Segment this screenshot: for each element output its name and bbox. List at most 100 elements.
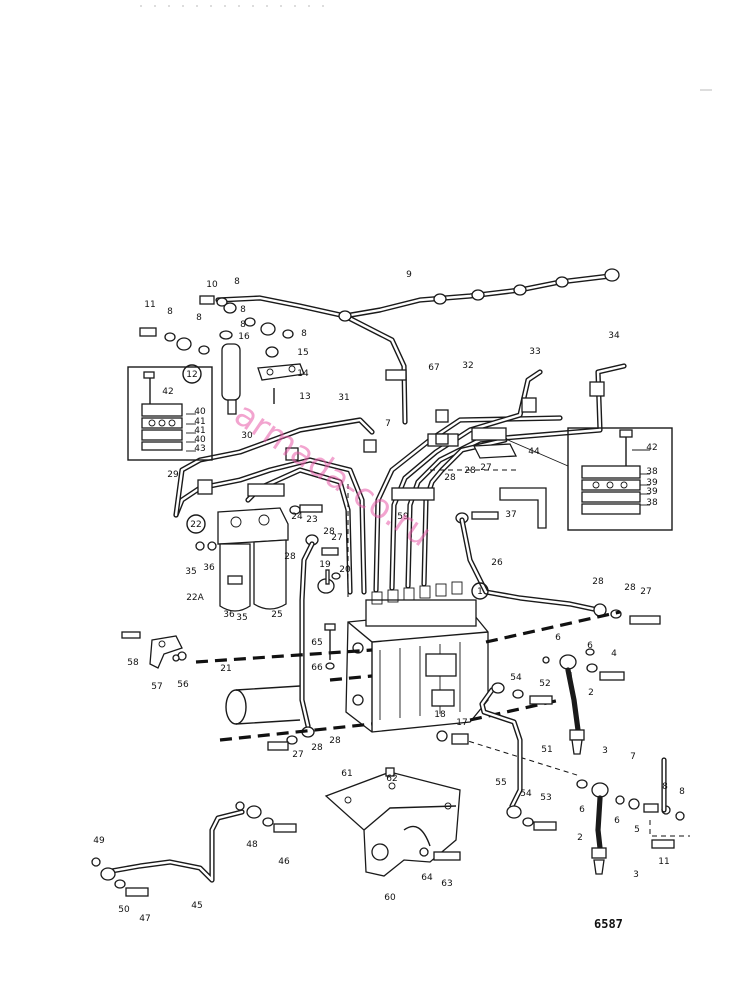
callout-label: 36: [223, 610, 235, 620]
callout-label: 8: [167, 307, 173, 317]
circled-callout-22: [186, 514, 206, 534]
callout-label: 27: [480, 463, 491, 473]
callout-label: 6: [614, 816, 620, 826]
callout-label: 2: [588, 688, 594, 698]
callout-label: 9: [406, 270, 412, 280]
callout-label: 63: [441, 879, 452, 889]
callout-label: 22: [190, 520, 201, 530]
callout-label: 56: [177, 680, 189, 690]
inset-clamp-right: [507, 427, 673, 531]
callout-label: 41: [194, 417, 205, 427]
callout-label: 22A: [186, 593, 204, 603]
scan-specks: [140, 5, 712, 91]
callout-label: 3: [602, 746, 608, 756]
hose-lower: [576, 779, 685, 875]
pipe-45: [103, 809, 245, 883]
callout-label: 46: [278, 857, 290, 867]
callout-label: 28: [311, 743, 323, 753]
circled-callout-1: [471, 582, 489, 600]
callout-label: 8: [679, 787, 685, 797]
callout-label: 8: [196, 313, 202, 323]
callout-label: 42: [162, 387, 173, 397]
callout-label: 23: [306, 515, 317, 525]
callout-label: 6: [587, 641, 593, 651]
callout-label: 6: [555, 633, 561, 643]
callout-label: 49: [93, 836, 105, 846]
callout-label: 32: [462, 361, 473, 371]
callout-label: 19: [319, 560, 331, 570]
callout-label: 8: [301, 329, 307, 339]
callout-label: 28: [329, 736, 341, 746]
drive-shaft-21: [225, 685, 301, 725]
callout-label: 24: [291, 512, 303, 522]
callout-label: 12: [186, 370, 197, 380]
callout-label: 11: [658, 857, 669, 867]
callout-label: 31: [338, 393, 349, 403]
callout-label: 8: [240, 320, 246, 330]
callout-label: 67: [428, 363, 439, 373]
bolt-65: [324, 623, 336, 670]
hose-upper: [542, 648, 625, 755]
callout-label: 58: [127, 658, 139, 668]
callout-label: 34: [608, 331, 620, 341]
callout-label: 18: [434, 710, 446, 720]
callout-label: 39: [646, 478, 658, 488]
callout-label: 60: [384, 893, 396, 903]
callout-label: 16: [238, 332, 250, 342]
callout-label: 28: [592, 577, 604, 587]
callout-label: 38: [646, 467, 658, 477]
callout-label: 45: [191, 901, 202, 911]
callout-label: 8: [240, 305, 246, 315]
callout-label: 54: [520, 789, 532, 799]
callout-label: 13: [299, 392, 310, 402]
callout-label: 28: [624, 583, 636, 593]
callout-label: 38: [646, 498, 658, 508]
figure-number: 6587: [594, 917, 623, 931]
injection-pump: [345, 581, 489, 733]
bracket-44: [472, 443, 518, 459]
callout-label: 8: [662, 782, 668, 792]
callout-label: 62: [386, 774, 397, 784]
callout-label: 36: [203, 563, 215, 573]
callout-label: 28: [323, 527, 335, 537]
callout-label: 40: [194, 407, 206, 417]
callout-label: 4: [611, 649, 617, 659]
callout-label: 25: [271, 610, 282, 620]
callout-label: 37: [505, 510, 516, 520]
callout-label: 20: [339, 565, 351, 575]
callout-label: 35: [236, 613, 247, 623]
callout-label: 61: [341, 769, 352, 779]
fittings-45: [91, 801, 297, 897]
banjo-17: [436, 730, 469, 745]
callout-label: 55: [495, 778, 506, 788]
callout-label: 59: [397, 512, 409, 522]
circled-callout-12: [182, 364, 202, 384]
callout-label: 27: [640, 587, 651, 597]
callout-label: 44: [528, 447, 540, 457]
callout-label: 39: [646, 487, 658, 497]
injector-caps: [197, 381, 605, 495]
callout-label: 2: [577, 833, 583, 843]
callout-label: 27: [292, 750, 303, 760]
callout-label: 28: [444, 473, 456, 483]
callout-label: 43: [194, 444, 205, 454]
pipe-51: [479, 687, 523, 809]
callout-label: 10: [206, 280, 218, 290]
callout-label: 57: [151, 682, 162, 692]
callout-label: 8: [234, 277, 240, 287]
callout-label: 29: [167, 470, 179, 480]
callout-label: 33: [529, 347, 540, 357]
callout-label: 17: [456, 718, 467, 728]
callout-label: 42: [646, 443, 657, 453]
callout-label: 26: [491, 558, 503, 568]
callout-label: 51: [541, 745, 552, 755]
fuel-filter-assembly: [195, 507, 289, 612]
callout-label: 7: [385, 419, 391, 429]
callout-label: 28: [284, 552, 296, 562]
inset-clamp-left: [127, 366, 213, 461]
leak-off-line: [215, 268, 620, 425]
callout-label: 1: [477, 587, 483, 597]
bracket-57: [121, 631, 187, 669]
